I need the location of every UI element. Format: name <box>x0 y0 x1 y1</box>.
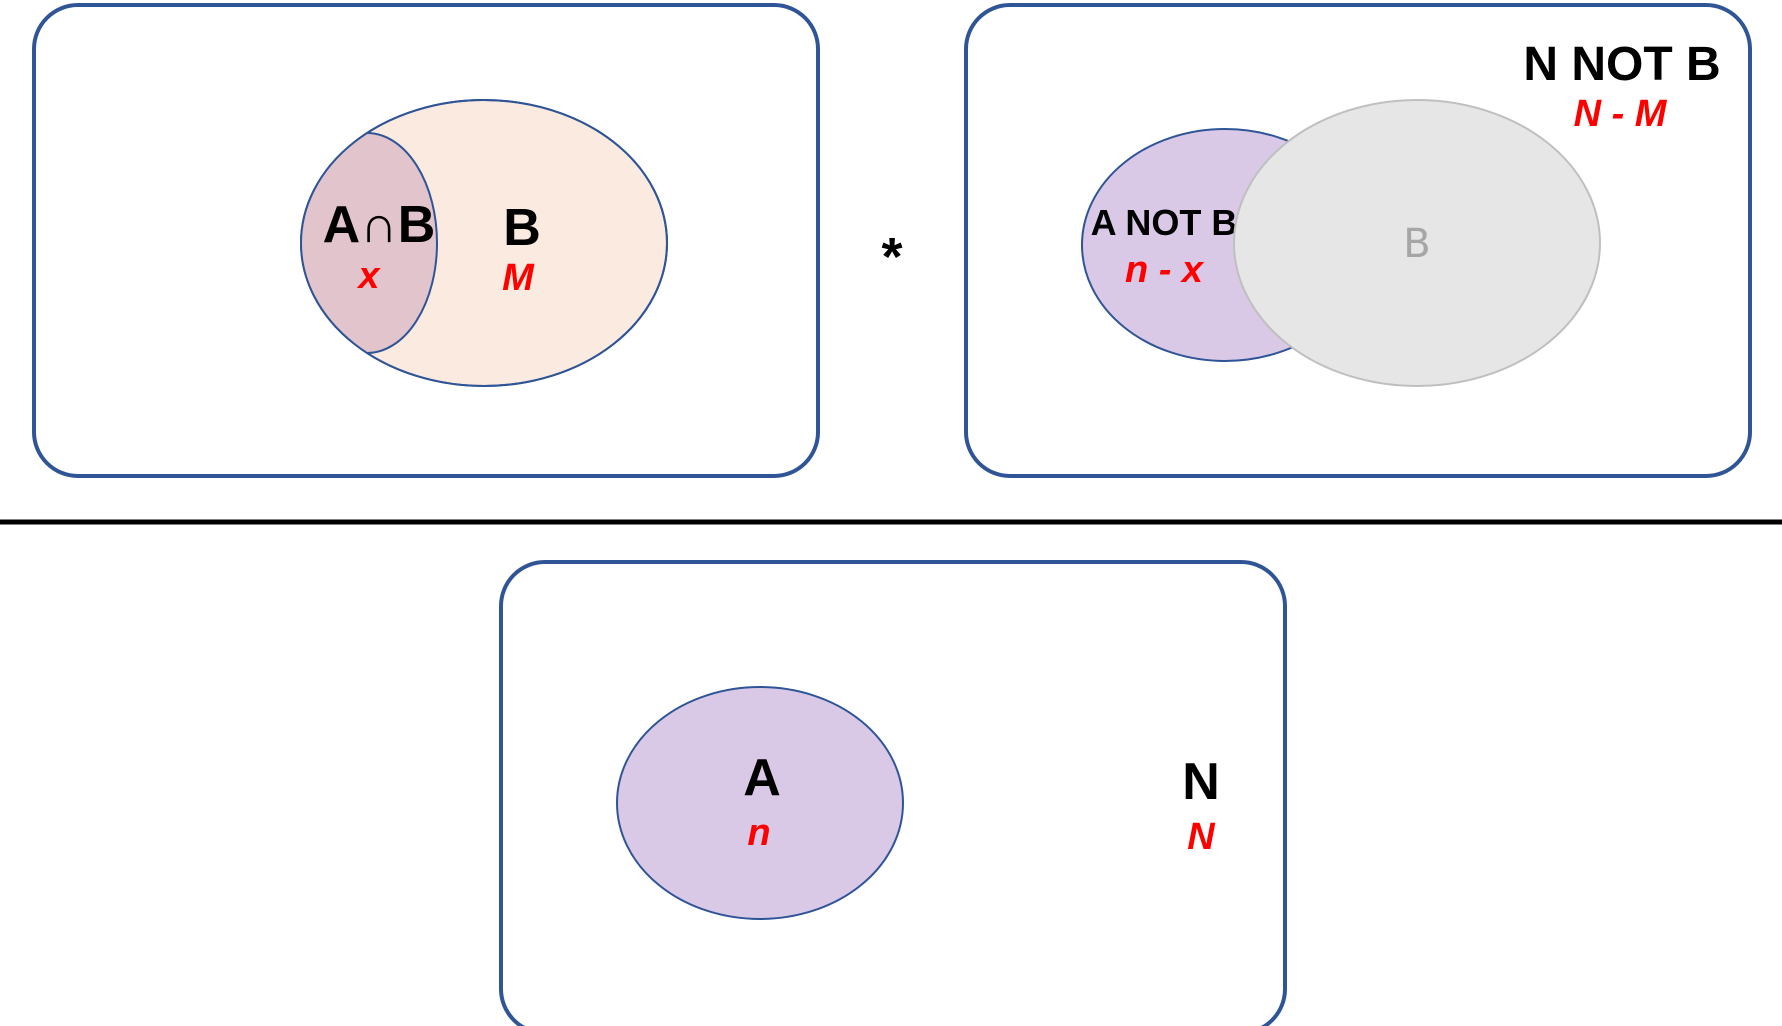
set-a-ellipse <box>616 686 904 920</box>
set-b-value: M <box>502 257 535 299</box>
multiply-operator: * <box>881 227 902 287</box>
intersection-label: A∩B <box>323 196 436 254</box>
set-a-label: A <box>743 749 781 807</box>
panel-intersection: A∩B x B M <box>32 3 820 478</box>
set-b-grey-ellipse <box>1233 99 1601 387</box>
set-a-value: n <box>747 812 770 854</box>
set-b-grey-label: B <box>1403 221 1430 267</box>
intersection-region <box>301 133 437 353</box>
n-not-b-label: N NOT B <box>1523 38 1720 91</box>
panel-population: A n N N <box>499 560 1287 1026</box>
panel-complement: A NOT B n - x B N NOT B N - M <box>964 3 1752 478</box>
a-not-b-value: n - x <box>1125 249 1205 291</box>
population-value: N <box>1187 816 1216 858</box>
n-not-b-value: N - M <box>1574 93 1668 135</box>
intersection-value: x <box>356 255 381 297</box>
set-b-outline <box>300 99 668 387</box>
set-b-label: B <box>503 199 541 257</box>
population-label: N <box>1182 753 1220 811</box>
a-not-b-label: A NOT B <box>1091 202 1238 243</box>
